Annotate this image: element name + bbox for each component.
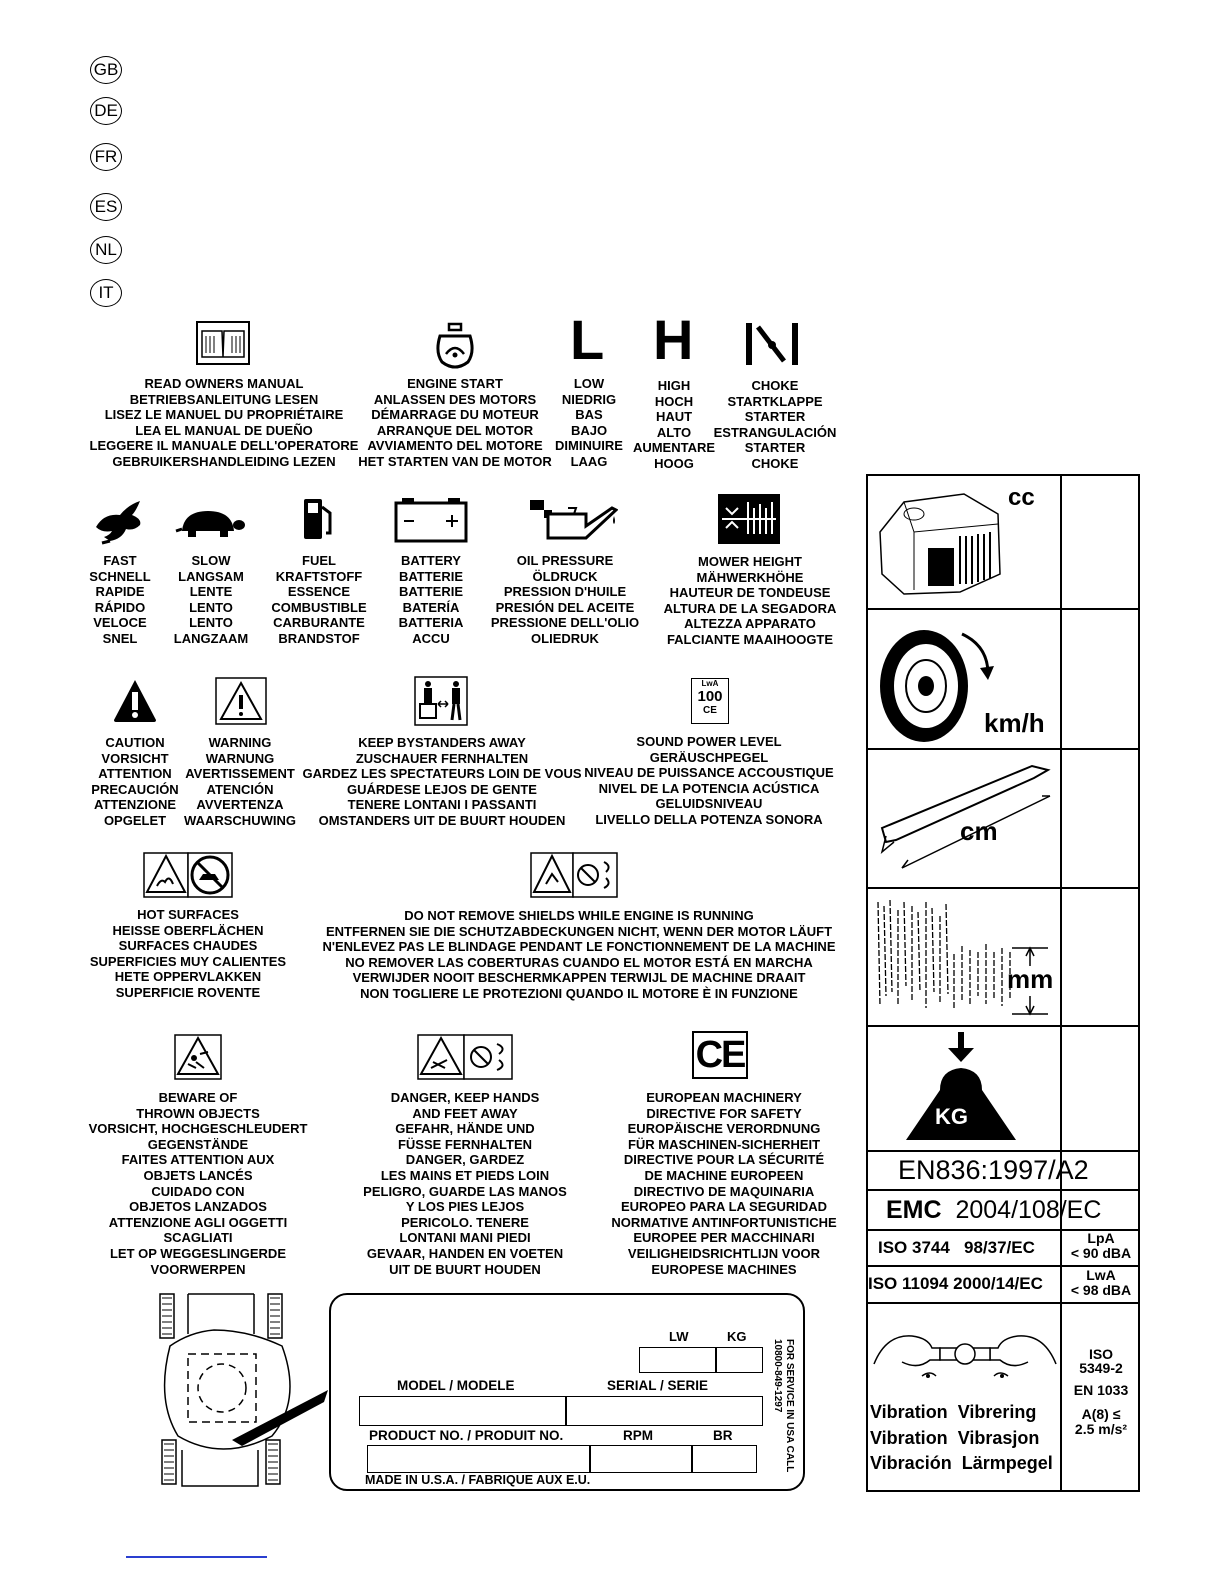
spec-emc-label: EMC bbox=[886, 1196, 942, 1224]
low-letter-icon: L bbox=[570, 308, 605, 371]
plate-service-vertical: FOR SERVICE IN USA CALL 10800-849-1297 bbox=[772, 1339, 795, 1473]
plate-br-box bbox=[691, 1445, 757, 1473]
spec-panel-divider bbox=[1060, 474, 1062, 1492]
blade-icon bbox=[880, 764, 1051, 869]
plate-made-in: MADE IN U.S.A. / FABRIQUE AUX E.U. bbox=[365, 1473, 591, 1487]
caution-icon bbox=[114, 680, 156, 722]
thrown-objects-icon bbox=[174, 1034, 222, 1080]
high-letter-icon: H bbox=[653, 308, 694, 371]
lang-badge-es: ES bbox=[90, 193, 122, 221]
lang-badge-gb: GB bbox=[90, 56, 122, 84]
spec-a8: A(8) ≤2.5 m/s² bbox=[1074, 1406, 1128, 1437]
lang-badge-nl: NL bbox=[90, 236, 122, 264]
plate-br-label: BR bbox=[713, 1428, 733, 1443]
plate-lw-box bbox=[639, 1347, 717, 1373]
spec-iso11094: ISO 11094 2000/14/EC bbox=[868, 1274, 1043, 1293]
footer-link-underline bbox=[126, 1556, 267, 1558]
weight-icon bbox=[906, 1032, 1016, 1140]
mower-height-icon bbox=[718, 494, 780, 544]
plate-rpm-label: RPM bbox=[623, 1428, 653, 1443]
fuel-pump-icon bbox=[304, 499, 332, 539]
hands-feet-icon bbox=[417, 1034, 513, 1080]
spec-panel bbox=[866, 474, 1140, 1492]
book-icon bbox=[196, 321, 250, 365]
plate-product-label: PRODUCT NO. / PRODUIT NO. bbox=[369, 1428, 564, 1443]
turtle-icon bbox=[175, 511, 245, 537]
spec-en1033: EN 1033 bbox=[1073, 1382, 1129, 1398]
plate-serial-label: SERIAL / SERIE bbox=[607, 1378, 709, 1393]
rabbit-icon bbox=[96, 501, 141, 545]
spec-kmh: km/h bbox=[984, 708, 1045, 738]
spec-en836: EN836:1997/A2 bbox=[898, 1155, 1089, 1185]
plate-model-box bbox=[359, 1396, 567, 1426]
plate-serial-box bbox=[565, 1396, 763, 1426]
spec-emc: EMC 2004/108/EC bbox=[886, 1193, 1101, 1227]
lang-badge-it: IT bbox=[90, 279, 122, 307]
spec-cm: cm bbox=[960, 816, 998, 846]
plate-kg-box bbox=[715, 1347, 763, 1373]
wheel-icon bbox=[880, 630, 994, 742]
plate-product-box bbox=[367, 1445, 591, 1473]
vibration-hands-icon bbox=[873, 1335, 1057, 1378]
bystanders-icon bbox=[414, 676, 468, 726]
plate-kg-label: KG bbox=[727, 1329, 747, 1344]
spec-emc-value: 2004/108/EC bbox=[955, 1196, 1102, 1224]
vibration-words: Vibration Vibrering Vibration Vibrasjon … bbox=[870, 1402, 1053, 1473]
ce-mark-icon: CE bbox=[692, 1031, 748, 1079]
grass-height-icon bbox=[877, 899, 1048, 1016]
spec-iso3744: ISO 3744 98/37/EC bbox=[878, 1238, 1035, 1257]
spec-kg: KG bbox=[935, 1104, 968, 1129]
label-shields: DO NOT REMOVE SHIELDS WHILE ENGINE IS RU… bbox=[322, 908, 836, 1001]
plate-model-label: MODEL / MODELE bbox=[397, 1378, 515, 1393]
serial-plate: LW KG MODEL / MODELE SERIAL / SERIE PROD… bbox=[329, 1293, 805, 1491]
spec-lpa: LpA< 90 dBA bbox=[1070, 1230, 1132, 1261]
warning-icon bbox=[215, 677, 267, 725]
lang-badge-fr: FR bbox=[90, 143, 122, 171]
spec-cc: cc bbox=[1008, 484, 1035, 511]
spec-mm: mm bbox=[1007, 964, 1054, 994]
battery-icon bbox=[394, 498, 468, 543]
plate-rpm-box bbox=[589, 1445, 693, 1473]
engine-start-icon bbox=[436, 322, 474, 369]
plate-lw-label: LW bbox=[669, 1329, 689, 1344]
choke-icon bbox=[746, 323, 798, 365]
spec-lwa: LwA< 98 dBA bbox=[1070, 1267, 1132, 1298]
shields-icon bbox=[530, 852, 618, 898]
mower-top-view-illustration bbox=[159, 1293, 328, 1487]
hot-surfaces-icon bbox=[143, 852, 233, 898]
lang-badge-de: DE bbox=[90, 97, 122, 125]
sound-level-icon: LwA 100 CE bbox=[691, 678, 729, 724]
engine-icon bbox=[879, 493, 1001, 595]
oil-can-icon bbox=[530, 500, 618, 540]
